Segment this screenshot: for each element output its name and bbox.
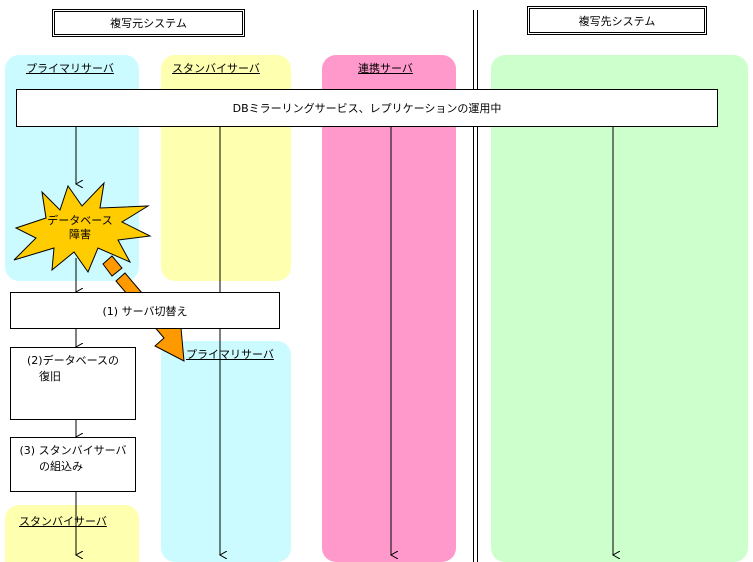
step-server-switch-label: (1) サーバ切替え [102, 304, 188, 318]
step-standby-integration: (3) スタンバイサーバ の組込み [10, 437, 136, 492]
failure-burst-text: データベース 障害 [40, 214, 120, 242]
step-integration-line2: の組込み [39, 460, 83, 473]
source-system-title: 複写元システム [52, 9, 245, 37]
step-server-switch: (1) サーバ切替え [10, 292, 280, 329]
source-system-label: 複写元システム [110, 17, 187, 30]
label-new-standby-server: スタンバイサーバ [19, 515, 107, 528]
lane-target-system [491, 55, 748, 562]
lane-new-primary-server [161, 341, 291, 562]
failure-burst-shape [13, 181, 152, 274]
step-database-recovery: (2)データベースの 復旧 [10, 347, 136, 420]
label-link-server: 連携サーバ [358, 62, 413, 75]
step-integration-line1: (3) スタンバイサーバ [19, 444, 127, 457]
mirroring-banner-label: DBミラーリングサービス、レプリケーションの運用中 [232, 102, 502, 115]
target-system-title: 複写先システム [527, 6, 707, 35]
lane-link-server [322, 55, 456, 562]
failure-line1: データベース [47, 214, 113, 227]
step-recovery-line2: 復旧 [39, 370, 61, 383]
step-recovery-line1: (2)データベースの [26, 354, 120, 367]
label-standby-server: スタンバイサーバ [172, 62, 260, 75]
label-new-primary-server: プライマリサーバ [186, 348, 274, 361]
target-system-label: 複写先システム [578, 14, 656, 28]
failure-line2: 障害 [69, 228, 91, 241]
system-separator [473, 10, 478, 562]
mirroring-banner: DBミラーリングサービス、レプリケーションの運用中 [16, 89, 718, 127]
label-primary-server: プライマリサーバ [26, 62, 114, 75]
lane-new-standby-server [5, 505, 139, 562]
